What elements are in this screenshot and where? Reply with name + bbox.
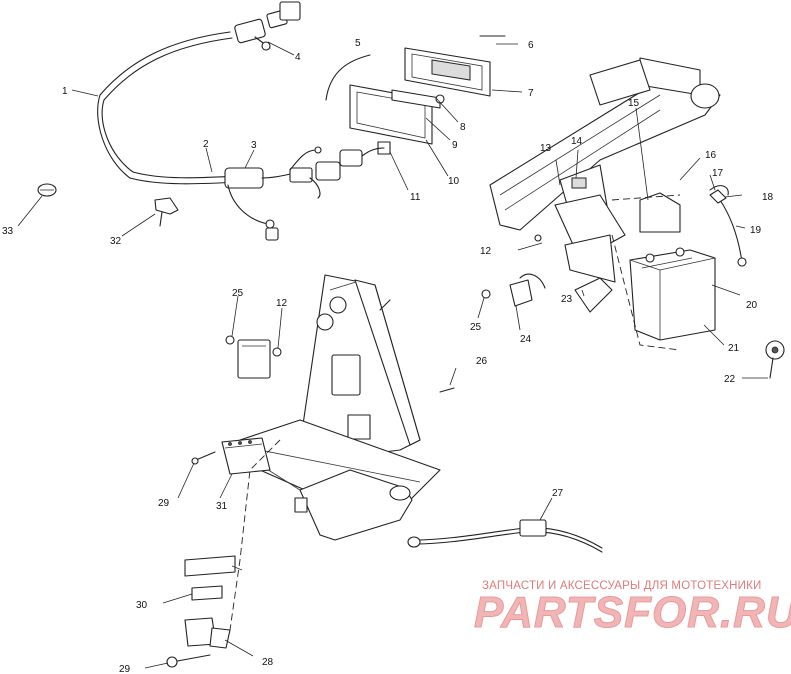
callout-29-upper: 29 [158,498,170,509]
callout-16: 16 [705,150,717,161]
small-parts [37,183,785,393]
callout-12-right: 12 [480,246,492,257]
center-frame [239,274,441,541]
callout-24: 24 [520,334,532,345]
callout-1: 1 [62,86,68,97]
callout-32: 32 [110,236,122,247]
callout-9: 9 [452,140,458,151]
callout-4: 4 [295,52,301,63]
callout-18: 18 [762,192,774,203]
watermark-tagline: ЗАПЧАСТИ И АКСЕССУАРЫ ДЛЯ МОТОТЕХНИКИ [482,580,762,592]
right-frame [481,57,747,351]
callout-5: 5 [355,38,361,49]
callout-28: 28 [262,657,274,668]
ground-cable [407,519,603,553]
callout-13: 13 [540,143,552,154]
callout-31: 31 [216,501,228,512]
callout-27: 27 [552,488,564,499]
watermark-brand: PARTSFOR.RU [474,588,791,638]
callout-2: 2 [203,139,209,150]
callout-33: 33 [2,226,14,237]
callout-30: 30 [136,600,148,611]
callout-26: 26 [476,356,488,367]
callout-14: 14 [571,136,583,147]
wiring-harness [97,1,391,241]
callout-3: 3 [251,140,257,151]
callout-12-center: 12 [276,298,288,309]
callout-labels: 1 2 3 4 5 6 7 8 9 10 11 12 12 13 14 15 1… [2,38,774,674]
leader-lines [17,41,768,669]
taillight-assembly [325,35,506,145]
lower-left-parts [166,437,281,668]
callout-21: 21 [728,343,740,354]
callout-8: 8 [460,122,466,133]
callout-23: 23 [561,294,573,305]
callout-10: 10 [448,176,460,187]
callout-17: 17 [712,168,724,179]
callout-20: 20 [746,300,758,311]
callout-7: 7 [528,88,534,99]
callout-19: 19 [750,225,762,236]
callout-11: 11 [410,192,421,203]
callout-6: 6 [528,40,534,51]
callout-25-right: 25 [470,322,482,333]
callout-25-center: 25 [232,288,244,299]
callout-22: 22 [724,374,736,385]
callout-15: 15 [628,98,640,109]
callout-29-lower: 29 [119,664,131,674]
